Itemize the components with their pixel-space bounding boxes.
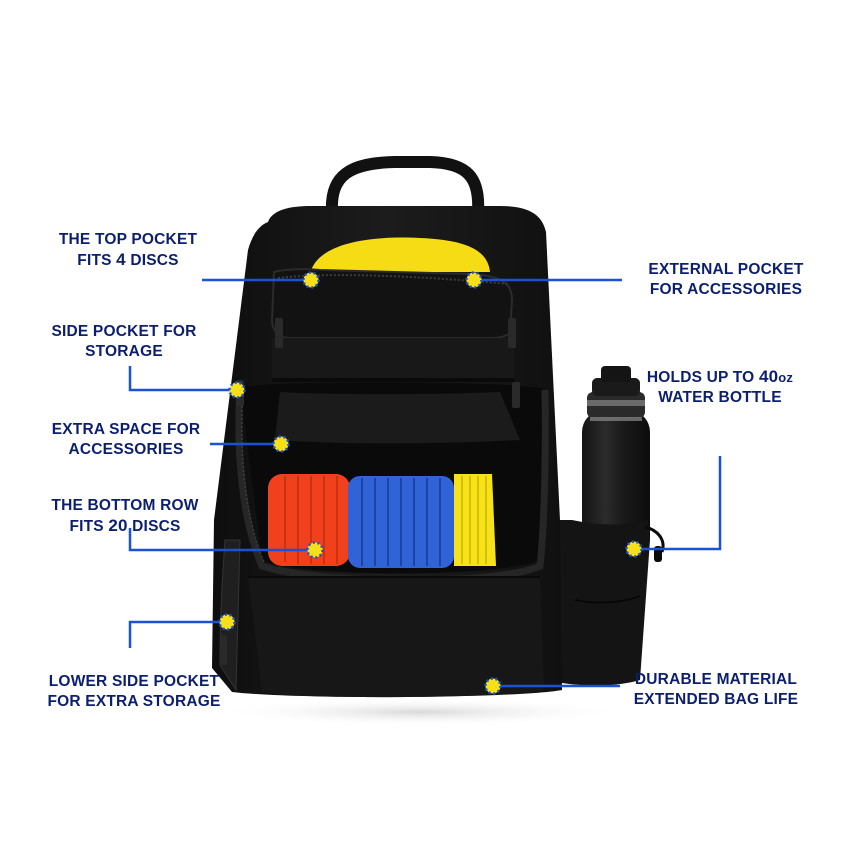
callout-durable-material: DURABLE MATERIAL EXTENDED BAG LIFE xyxy=(633,671,799,708)
leader-lines xyxy=(128,278,722,688)
marker-extra-space xyxy=(272,435,290,453)
callout-side-pocket: SIDE POCKET FOR STORAGE xyxy=(51,323,197,360)
disc-stack xyxy=(268,474,496,568)
marker-bottom-row xyxy=(306,541,324,559)
marker-top-pocket xyxy=(302,271,320,289)
water-bottle xyxy=(582,366,650,560)
callout-extra-space: EXTRA SPACE FOR ACCESSORIES xyxy=(51,421,201,458)
marker-external-pocket xyxy=(465,271,483,289)
lower-side-zipper-pull xyxy=(221,635,227,665)
marker-side-pocket xyxy=(228,381,246,399)
top-disc xyxy=(312,237,490,272)
mid-panel xyxy=(272,338,514,378)
marker-lower-side-pocket xyxy=(218,613,236,631)
callout-markers xyxy=(218,271,643,695)
ground-shadow xyxy=(210,698,630,726)
callout-external-pocket: EXTERNAL POCKET FOR ACCESSORIES xyxy=(648,261,804,298)
callout-lower-side-pocket: LOWER SIDE POCKET FOR EXTRA STORAGE xyxy=(47,673,221,710)
callout-water-bottle: HOLDS UP TO 40oz WATER BOTTLE xyxy=(646,367,794,406)
callout-top-pocket-line1: THE TOP POCKET xyxy=(58,231,198,248)
marker-water-bottle xyxy=(625,540,643,558)
callout-bottom-row: THE BOTTOM ROW FITS 20 DISCS xyxy=(51,497,199,535)
marker-durable-material xyxy=(484,677,502,695)
lower-front-panel xyxy=(248,576,544,698)
callout-top-pocket: THE TOP POCKET FITS 4 DISCS xyxy=(46,230,210,271)
top-handle xyxy=(325,156,485,218)
